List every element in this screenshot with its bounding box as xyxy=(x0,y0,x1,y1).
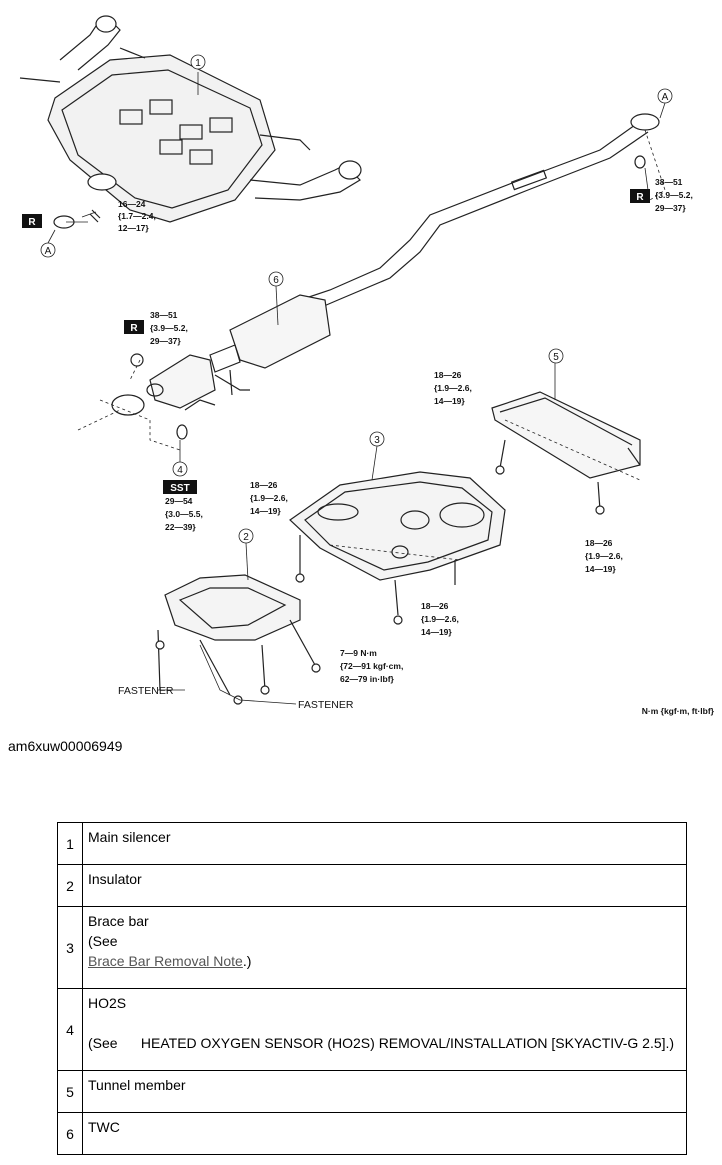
see-suffix: .) xyxy=(242,953,252,969)
svg-text:{1.9—2.6,: {1.9—2.6, xyxy=(421,614,459,624)
torque-spec-8: 18—26 {1.9—2.6, 14—19} xyxy=(421,601,459,637)
torque-spec-1: 16—24 {1.7—2.4, 12—17} xyxy=(118,199,156,233)
svg-text:18—26: 18—26 xyxy=(585,538,613,548)
part-number: 2 xyxy=(57,864,83,907)
part-name: Tunnel member xyxy=(82,1070,687,1113)
callout-3: 3 xyxy=(369,431,385,447)
part-description: Brace bar (See Brace Bar Removal Note.) xyxy=(82,906,687,989)
svg-text:29—54: 29—54 xyxy=(165,496,193,506)
twc-pipe-drawing xyxy=(111,113,660,440)
torque-spec-3: 38—51 {3.9—5.2, 29—37} xyxy=(150,310,188,346)
table-row: 2 Insulator xyxy=(57,864,687,907)
leader-lines xyxy=(47,72,666,705)
svg-text:{3.0—5.5,: {3.0—5.5, xyxy=(165,509,203,519)
svg-text:22—39}: 22—39} xyxy=(165,522,196,532)
torque-spec-9: 7—9 N·m {72—91 kgf·cm, 62—79 in·lbf} xyxy=(340,648,403,684)
svg-text:16—24: 16—24 xyxy=(118,199,146,209)
table-row: 4 HO2S (See HEATED OXYGEN SENSOR (HO2S) … xyxy=(57,988,687,1071)
svg-text:29—37}: 29—37} xyxy=(150,336,181,346)
svg-text:6: 6 xyxy=(273,275,279,286)
svg-text:A: A xyxy=(45,246,52,257)
svg-text:18—26: 18—26 xyxy=(250,480,278,490)
part-name: HO2S xyxy=(88,995,127,1011)
svg-text:A: A xyxy=(662,92,669,103)
svg-text:{3.9—5.2,: {3.9—5.2, xyxy=(150,323,188,333)
svg-text:14—19}: 14—19} xyxy=(585,564,616,574)
svg-text:14—19}: 14—19} xyxy=(250,506,281,516)
svg-text:12—17}: 12—17} xyxy=(118,223,149,233)
part-number: 3 xyxy=(57,906,83,989)
brace-bar-removal-note-link[interactable]: Brace Bar Removal Note xyxy=(88,953,243,969)
exhaust-system-diagram: 1 6 5 3 4 2 A A R R R SST xyxy=(19,15,715,716)
figure-caption: am6xuw00006949 xyxy=(8,738,123,754)
callout-2: 2 xyxy=(238,528,254,544)
circle-a-top: A xyxy=(657,88,673,104)
callout-1: 1 xyxy=(190,54,206,70)
tunnel-member-drawing xyxy=(491,391,641,511)
callout-5: 5 xyxy=(548,348,564,364)
svg-text:{3.9—5.2,: {3.9—5.2, xyxy=(655,190,693,200)
units-legend: N·m {kgf·m, ft·lbf} xyxy=(642,706,715,716)
table-row: 5 Tunnel member xyxy=(57,1070,687,1113)
table-row: 6 TWC xyxy=(57,1112,687,1155)
svg-text:{1.9—2.6,: {1.9—2.6, xyxy=(250,493,288,503)
torque-spec-7: 18—26 {1.9—2.6, 14—19} xyxy=(585,538,623,574)
callout-6: 6 xyxy=(268,271,284,287)
svg-text:3: 3 xyxy=(374,435,380,446)
svg-text:14—19}: 14—19} xyxy=(421,627,452,637)
see-prefix: (See xyxy=(88,933,118,949)
svg-text:R: R xyxy=(28,217,36,228)
part-number: 5 xyxy=(57,1070,83,1113)
svg-text:R: R xyxy=(636,192,644,203)
svg-text:5: 5 xyxy=(553,352,559,363)
svg-text:1: 1 xyxy=(195,58,201,69)
svg-text:SST: SST xyxy=(170,483,189,494)
part-name: TWC xyxy=(82,1112,687,1155)
part-number: 1 xyxy=(57,822,83,865)
brace-bar-drawing xyxy=(289,471,506,616)
svg-text:18—26: 18—26 xyxy=(421,601,449,611)
see-reference: (See HEATED OXYGEN SENSOR (HO2S) REMOVAL… xyxy=(88,1035,675,1051)
badge-r-left: R xyxy=(22,214,42,228)
part-number: 4 xyxy=(57,988,83,1071)
svg-text:29—37}: 29—37} xyxy=(655,203,686,213)
svg-text:R: R xyxy=(130,323,138,334)
torque-spec-4: 29—54 {3.0—5.5, 22—39} xyxy=(165,496,203,532)
svg-text:62—79 in·lbf}: 62—79 in·lbf} xyxy=(340,674,395,684)
torque-spec-2: 38—51 {3.9—5.2, 29—37} xyxy=(655,177,693,213)
badge-r-center: R xyxy=(124,320,144,334)
torque-spec-5: 18—26 {1.9—2.6, 14—19} xyxy=(434,370,472,406)
badge-r-right: R xyxy=(630,189,650,203)
svg-text:{1.9—2.6,: {1.9—2.6, xyxy=(434,383,472,393)
part-number: 6 xyxy=(57,1112,83,1155)
svg-text:38—51: 38—51 xyxy=(150,310,178,320)
badge-sst: SST xyxy=(163,480,197,494)
svg-text:{1.7—2.4,: {1.7—2.4, xyxy=(118,211,156,221)
table-row: 3 Brace bar (See Brace Bar Removal Note.… xyxy=(57,906,687,989)
main-silencer-drawing xyxy=(19,15,362,229)
part-description: HO2S (See HEATED OXYGEN SENSOR (HO2S) RE… xyxy=(82,988,687,1071)
see-reference: Brace Bar Removal Note.) xyxy=(88,951,681,971)
circle-a-left: A xyxy=(40,242,56,258)
dashed-lines xyxy=(77,129,666,561)
svg-text:{1.9—2.6,: {1.9—2.6, xyxy=(585,551,623,561)
svg-text:7—9 N·m: 7—9 N·m xyxy=(340,648,377,658)
part-name: Insulator xyxy=(82,864,687,907)
svg-text:18—26: 18—26 xyxy=(434,370,462,380)
insulator-drawing xyxy=(157,574,316,696)
fastener-label-left: FASTENER xyxy=(118,685,174,697)
fastener-label-right: FASTENER xyxy=(298,699,354,711)
part-name: Brace bar xyxy=(88,913,149,929)
callout-4: 4 xyxy=(172,461,188,477)
svg-text:2: 2 xyxy=(243,532,249,543)
part-name: Main silencer xyxy=(82,822,687,865)
svg-text:4: 4 xyxy=(177,465,183,476)
svg-text:38—51: 38—51 xyxy=(655,177,683,187)
torque-spec-6: 18—26 {1.9—2.6, 14—19} xyxy=(250,480,288,516)
parts-table: 1 Main silencer 2 Insulator 3 Brace bar … xyxy=(57,822,687,1155)
table-row: 1 Main silencer xyxy=(57,822,687,865)
svg-text:14—19}: 14—19} xyxy=(434,396,465,406)
svg-text:{72—91 kgf·cm,: {72—91 kgf·cm, xyxy=(340,661,403,671)
